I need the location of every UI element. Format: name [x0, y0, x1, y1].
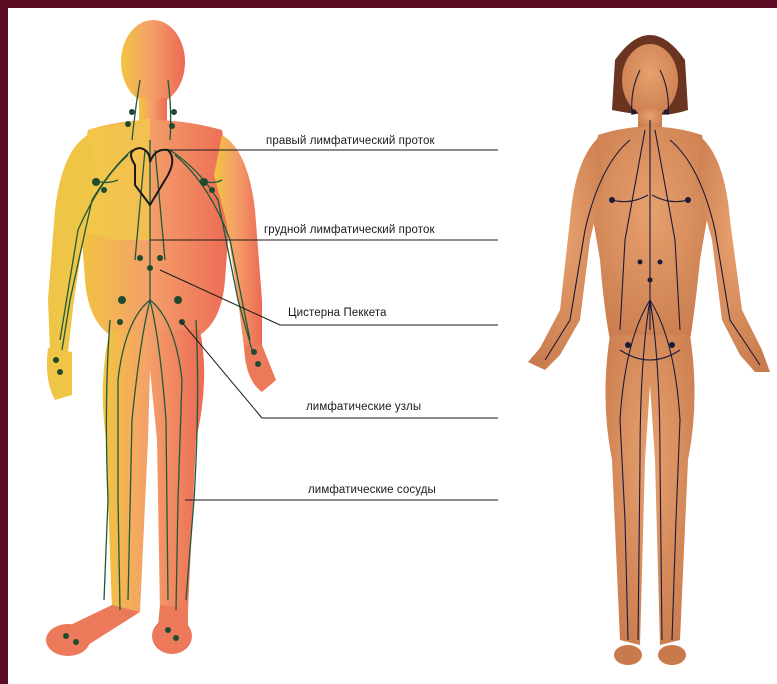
left-figure: [46, 20, 276, 656]
label-lymph-vessels: лимфатические сосуды: [308, 484, 436, 496]
label-right-lymphatic-duct: правый лимфатический проток: [266, 135, 435, 147]
label-thoracic-duct: грудной лимфатический проток: [264, 224, 435, 236]
label-lymph-nodes: лимфатические узлы: [306, 401, 421, 413]
label-cisterna-chyli: Цистерна Пеккета: [288, 307, 387, 319]
right-figure: [528, 35, 770, 665]
